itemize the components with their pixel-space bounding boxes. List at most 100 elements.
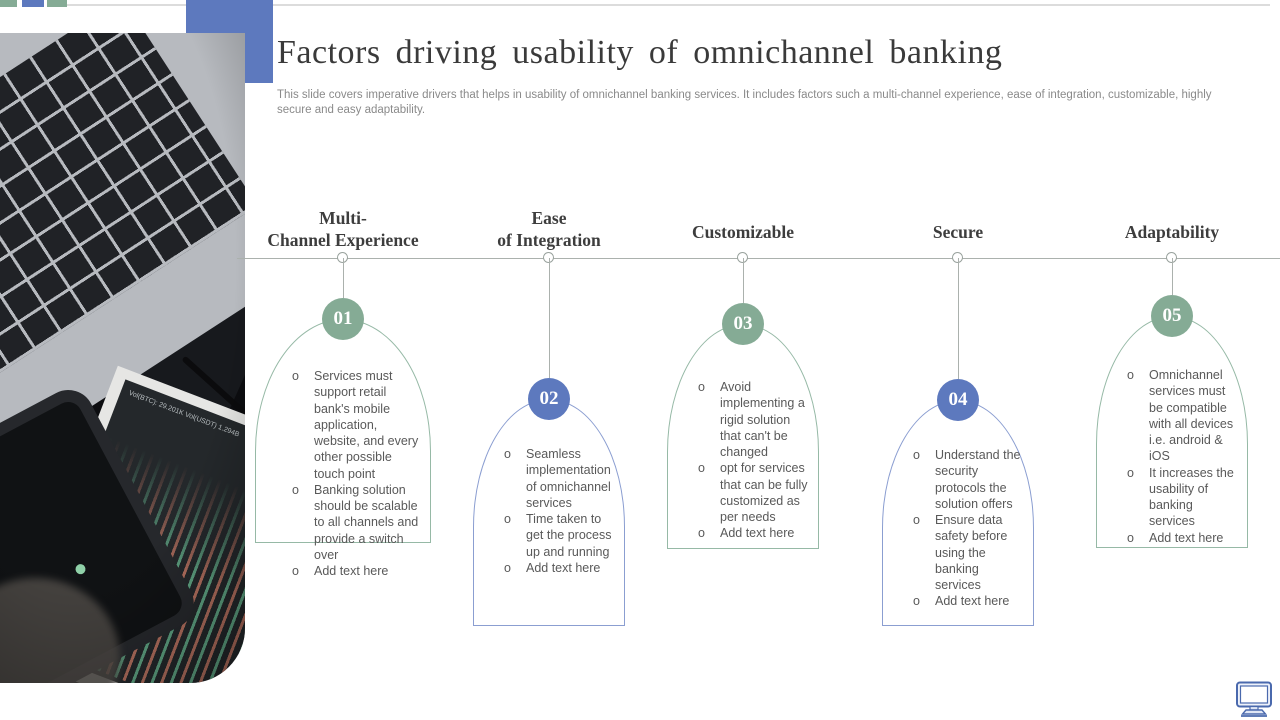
bullet-icon: o <box>504 512 511 526</box>
step-number-badge: 02 <box>528 378 570 420</box>
bullet-text: Services must support retail bank's mobi… <box>314 369 419 481</box>
bullet-text: It increases the usability of banking se… <box>1149 465 1234 529</box>
list-item: o Add text here <box>290 563 424 579</box>
bullet-text: Add text here <box>935 594 1010 609</box>
connector-line <box>549 258 550 378</box>
bullet-icon: o <box>292 369 299 383</box>
photo-screen <box>0 33 245 442</box>
list-item: o Time taken to get the process up and ru… <box>502 511 619 560</box>
factor-card-adaptability: o Omnichannel services must be compatible… <box>1096 316 1248 548</box>
bullet-icon: o <box>292 482 299 497</box>
header-line: Ease <box>531 208 567 228</box>
photo-keyboard-keys <box>0 33 245 419</box>
bullet-text: Omnichannel services must be compatible … <box>1149 368 1234 464</box>
bullet-text: Add text here <box>526 560 601 575</box>
list-item: o Services must support retail bank's mob… <box>290 368 424 482</box>
bullet-icon: o <box>698 526 705 541</box>
header-line: Channel Experience <box>267 229 419 250</box>
photo-hand <box>0 578 120 683</box>
page-subtitle: This slide covers imperative drivers tha… <box>277 89 1212 117</box>
list-item: o Banking solution should be scalable to … <box>290 482 424 563</box>
timeline-node-icon <box>737 252 748 263</box>
bullet-icon: o <box>698 380 705 394</box>
list-item: o Understand the security protocols the s… <box>911 447 1028 512</box>
list-item: o Add text here <box>911 593 1028 609</box>
bullet-text: Avoid implementing a rigid solution that… <box>720 380 805 459</box>
bullet-icon: o <box>913 594 920 609</box>
header-line: Secure <box>932 222 984 242</box>
bullet-list: o Understand the security protocols the s… <box>911 447 1028 610</box>
list-item: o Ensure data safety before using the ban… <box>911 512 1028 593</box>
monitor-icon <box>1234 681 1274 720</box>
photo-volume-label: Vol(BTC): 29.201K Vol(USDT) 1.294B <box>127 389 241 439</box>
side-photo-trading-desk: Vol(BTC): 29.201K Vol(USDT) 1.294B <box>0 33 245 683</box>
connector-line <box>343 258 344 298</box>
photo-chart-printout: Vol(BTC): 29.201K Vol(USDT) 1.294B <box>6 365 245 683</box>
list-item: o Seamless implementation of omnichannel … <box>502 446 619 511</box>
step-number-badge: 03 <box>722 303 764 345</box>
photo-volume-bars <box>30 436 245 683</box>
step-number-badge: 05 <box>1151 295 1193 337</box>
accent-square-green-1 <box>0 0 17 7</box>
list-item: o It increases the usability of banking s… <box>1125 465 1242 530</box>
header-line: Customizable <box>691 222 795 242</box>
connector-line <box>743 258 744 303</box>
bullet-text: Seamless implementation of omnichannel s… <box>526 447 611 510</box>
column-header-adaptability: Adaptability <box>1062 222 1280 244</box>
bullet-text: Add text here <box>1149 530 1224 545</box>
factor-card-customizable: o Avoid implementing a rigid solution tha… <box>667 324 819 549</box>
timeline-line <box>237 258 1280 259</box>
timeline-node-icon <box>337 252 348 263</box>
column-header-secure: Secure <box>848 222 1068 244</box>
bullet-list: o Services must support retail bank's mob… <box>290 368 424 579</box>
connector-line <box>1172 258 1173 295</box>
photo-pen <box>181 355 245 441</box>
header-line: Adaptability <box>1124 222 1220 242</box>
accent-square-blue <box>22 0 44 7</box>
bullet-list: o Omnichannel services must be compatible… <box>1125 367 1242 546</box>
bullet-text: Add text here <box>720 526 795 541</box>
bullet-text: Banking solution should be scalable to a… <box>314 482 419 562</box>
photo-screen-ticks <box>60 33 225 322</box>
bullet-list: o Seamless implementation of omnichannel … <box>502 446 619 576</box>
timeline-node-icon <box>952 252 963 263</box>
page-title: Factors driving usability of omnichannel… <box>277 34 1003 71</box>
photo-screen-ticks <box>101 33 245 340</box>
column-header-customizable: Customizable <box>633 222 853 244</box>
step-number-badge: 01 <box>322 298 364 340</box>
bullet-icon: o <box>913 513 920 527</box>
bullet-text: Understand the security protocols the so… <box>935 448 1021 511</box>
factor-card-ease-of-integration: o Seamless implementation of omnichannel … <box>473 399 625 626</box>
photo-paper-sheet <box>98 554 245 683</box>
bullet-icon: o <box>504 447 511 461</box>
bullet-text: Time taken to get the process up and run… <box>526 512 612 559</box>
bullet-icon: o <box>504 560 511 575</box>
list-item: o Add text here <box>696 525 813 541</box>
list-item: o Add text here <box>502 560 619 576</box>
column-header-ease-of-integration: Ease of Integration <box>439 208 659 251</box>
bullet-icon: o <box>1127 530 1134 545</box>
timeline-node-icon <box>543 252 554 263</box>
timeline-node-icon <box>1166 252 1177 263</box>
photo-phone <box>0 380 203 683</box>
photo-screen-ticks <box>18 33 183 304</box>
list-item: o Avoid implementing a rigid solution tha… <box>696 379 813 460</box>
bullet-icon: o <box>913 448 920 462</box>
list-item: o opt for services that can be fully cust… <box>696 460 813 525</box>
bullet-icon: o <box>698 461 705 476</box>
factor-card-multi-channel: o Services must support retail bank's mob… <box>255 319 431 578</box>
connector-line <box>958 258 959 379</box>
bullet-icon: o <box>1127 465 1134 480</box>
list-item: o Add text here <box>1125 530 1242 546</box>
top-divider-line <box>67 4 1270 6</box>
bullet-text: Add text here <box>314 564 389 578</box>
bullet-text: opt for services that can be fully custo… <box>720 461 808 524</box>
photo-phone-green-dot <box>73 562 88 576</box>
bullet-icon: o <box>1127 368 1134 382</box>
factor-card-secure: o Understand the security protocols the s… <box>882 400 1034 626</box>
list-item: o Omnichannel services must be compatible… <box>1125 367 1242 465</box>
bullet-icon: o <box>292 564 299 578</box>
header-line: of Integration <box>497 229 601 250</box>
bullet-text: Ensure data safety before using the bank… <box>935 513 1008 592</box>
